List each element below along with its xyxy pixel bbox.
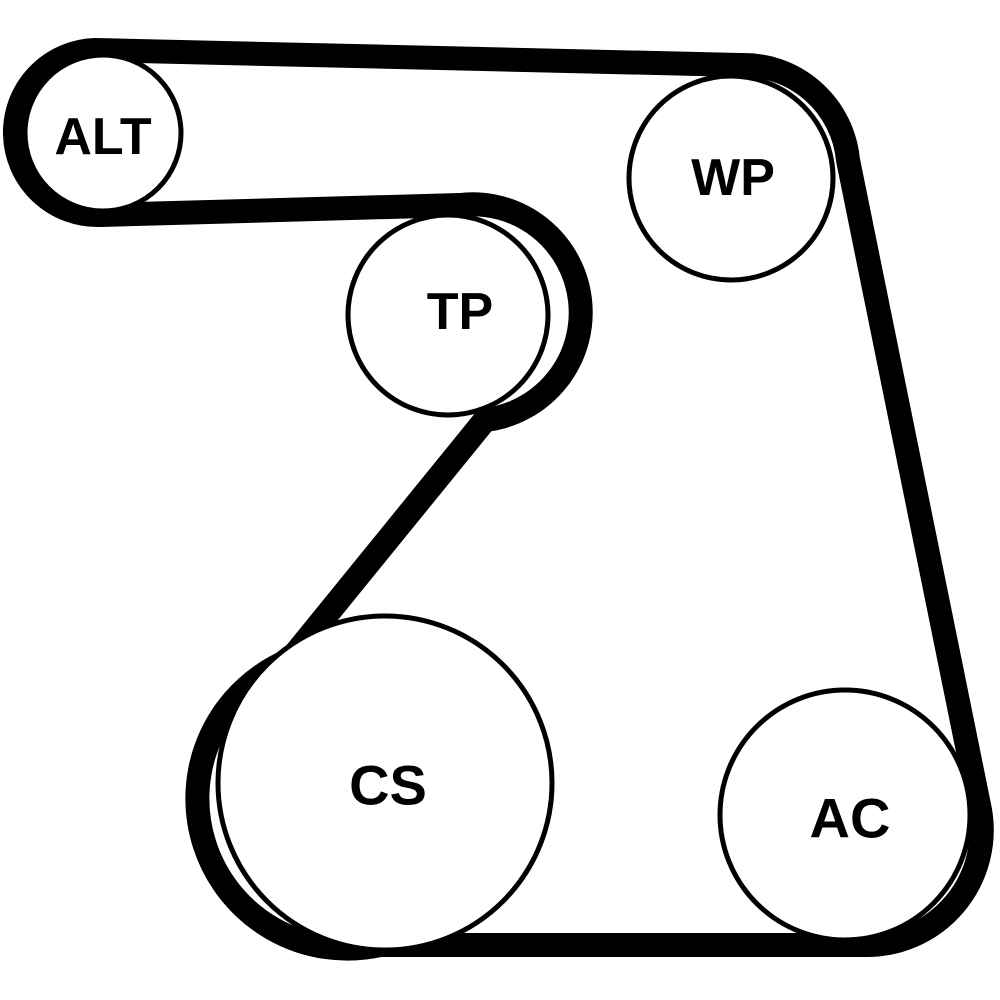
pulley-cs: CS (215, 613, 555, 953)
pulley-alt: ALT (22, 52, 184, 214)
ac-label: AC (810, 787, 891, 850)
pulley-tp: TP (345, 212, 551, 418)
water-pump-pulley (626, 73, 836, 283)
drive-belt (2, 38, 994, 961)
tp-label: TP (427, 283, 493, 341)
crankshaft-pulley (215, 613, 555, 953)
alt-label: ALT (54, 108, 151, 166)
pulley-ac: AC (717, 687, 973, 943)
pulley-wp: WP (626, 73, 836, 283)
cs-label: CS (349, 754, 427, 817)
tensioner-pulley (345, 212, 551, 418)
ac-compressor-pulley (717, 687, 973, 943)
wp-label: WP (691, 149, 775, 207)
alternator-pulley (22, 52, 184, 214)
